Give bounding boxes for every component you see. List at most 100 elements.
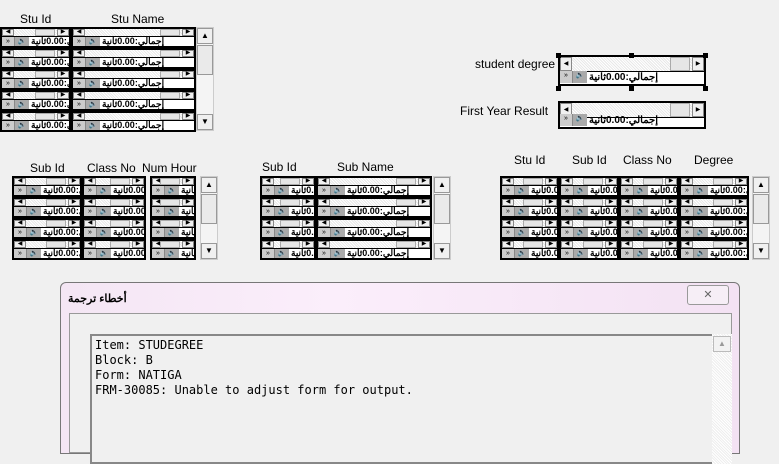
fast-forward-icon[interactable]: » <box>2 79 15 88</box>
student-record-field[interactable]: ◀▶»🔈إجمالي:0.00ثانية <box>0 111 71 132</box>
degree-record-field[interactable]: ◀▶»🔈إجمالي:0.00ثانية <box>619 239 679 260</box>
scroll-right-icon[interactable]: ▶ <box>665 178 677 185</box>
subject-record-field[interactable]: ◀▶»🔈إجمالي:0.00ثانية <box>150 239 196 260</box>
student-record-field[interactable]: ◀▶»🔈إجمالي:0.00ثانية <box>71 69 196 90</box>
horizontal-scrollbar[interactable]: ◀▶ <box>621 220 677 228</box>
scroll-right-icon[interactable]: ▶ <box>665 241 677 248</box>
degree-record-field[interactable]: ◀▶»🔈إجمالي:0.00ثانية <box>500 218 559 239</box>
fast-forward-icon[interactable]: » <box>14 249 27 258</box>
speaker-icon[interactable]: 🔈 <box>331 207 345 216</box>
scroll-thumb[interactable] <box>160 50 180 57</box>
horizontal-scrollbar[interactable]: ◀▶ <box>84 220 144 228</box>
scroll-right-icon[interactable]: ▶ <box>302 178 314 185</box>
message-scrollbar[interactable]: ▲ <box>712 334 732 464</box>
horizontal-scrollbar[interactable]: ◀▶ <box>2 50 69 58</box>
speaker-icon[interactable]: 🔈 <box>165 207 179 216</box>
scroll-left-icon[interactable]: ◀ <box>621 178 633 185</box>
subject-name-record-field[interactable]: ◀▶»🔈إجمالي:0.00ثانية <box>260 197 316 218</box>
scroll-left-icon[interactable]: ◀ <box>681 241 693 248</box>
horizontal-scrollbar[interactable]: ◀▶ <box>621 178 677 186</box>
vertical-scrollbar[interactable]: ▲▼ <box>752 176 770 260</box>
student-record-field[interactable]: ◀▶»🔈إجمالي:0.00ثانية <box>0 69 71 90</box>
scroll-right-icon[interactable]: ▶ <box>692 103 704 117</box>
scroll-right-icon[interactable]: ▶ <box>605 220 617 227</box>
scroll-right-icon[interactable]: ▶ <box>182 241 194 248</box>
scroll-right-icon[interactable]: ▶ <box>182 92 194 99</box>
scroll-thumb[interactable] <box>583 220 603 227</box>
speaker-icon[interactable]: 🔈 <box>694 249 708 258</box>
degree-record-field[interactable]: ◀▶»🔈إجمالي:0.00ثانية <box>500 197 559 218</box>
subject-record-field[interactable]: ◀▶»🔈إجمالي:0.00ثانية <box>12 197 82 218</box>
horizontal-scrollbar[interactable]: ◀▶ <box>561 199 617 207</box>
scroll-thumb[interactable] <box>35 29 55 36</box>
scroll-left-icon[interactable]: ◀ <box>84 241 96 248</box>
subject-record-field[interactable]: ◀▶»🔈إجمالي:0.00ثانية <box>150 176 196 197</box>
horizontal-scrollbar[interactable]: ◀▶ <box>152 220 194 228</box>
selection-handle[interactable] <box>703 53 708 58</box>
horizontal-scrollbar[interactable]: ◀▶ <box>2 113 69 121</box>
scroll-right-icon[interactable]: ▶ <box>665 199 677 206</box>
scroll-right-icon[interactable]: ▶ <box>68 178 80 185</box>
speaker-icon[interactable]: 🔈 <box>86 79 100 88</box>
speaker-icon[interactable]: 🔈 <box>515 249 529 258</box>
horizontal-scrollbar[interactable]: ◀▶ <box>73 29 194 37</box>
scroll-thumb[interactable] <box>396 241 416 248</box>
speaker-icon[interactable]: 🔈 <box>515 207 529 216</box>
scroll-thumb[interactable] <box>160 113 180 120</box>
scroll-right-icon[interactable]: ▶ <box>735 199 747 206</box>
scroll-down-icon[interactable]: ▼ <box>197 114 213 130</box>
subject-record-field[interactable]: ◀▶»🔈إجمالي:0.00ثانية <box>82 176 146 197</box>
horizontal-scrollbar[interactable]: ◀▶ <box>84 199 144 207</box>
degree-record-field[interactable]: ◀▶»🔈إجمالي:0.00ثانية <box>619 176 679 197</box>
horizontal-scrollbar[interactable]: ◀▶ <box>681 178 747 186</box>
horizontal-scrollbar[interactable]: ◀▶ <box>2 29 69 37</box>
scroll-down-icon[interactable]: ▼ <box>753 243 769 259</box>
scroll-thumb[interactable] <box>160 92 180 99</box>
scroll-right-icon[interactable]: ▶ <box>545 199 557 206</box>
scroll-right-icon[interactable]: ▶ <box>605 199 617 206</box>
scroll-left-icon[interactable]: ◀ <box>73 92 85 99</box>
scroll-left-icon[interactable]: ◀ <box>14 220 26 227</box>
selection-handle[interactable] <box>556 86 561 91</box>
scroll-left-icon[interactable]: ◀ <box>262 241 274 248</box>
speaker-icon[interactable]: 🔈 <box>331 186 345 195</box>
horizontal-scrollbar[interactable]: ◀▶ <box>152 241 194 249</box>
degree-record-field[interactable]: ◀▶»🔈إجمالي:0.00ثانية <box>500 176 559 197</box>
scroll-left-icon[interactable]: ◀ <box>561 220 573 227</box>
scroll-thumb[interactable] <box>35 50 55 57</box>
fast-forward-icon[interactable]: » <box>502 228 515 237</box>
scroll-right-icon[interactable]: ▶ <box>182 71 194 78</box>
scroll-left-icon[interactable]: ◀ <box>14 241 26 248</box>
scroll-right-icon[interactable]: ▶ <box>302 220 314 227</box>
fast-forward-icon[interactable]: » <box>502 207 515 216</box>
speaker-icon[interactable]: 🔈 <box>694 228 708 237</box>
scroll-left-icon[interactable]: ◀ <box>502 199 514 206</box>
scroll-left-icon[interactable]: ◀ <box>621 199 633 206</box>
fast-forward-icon[interactable]: » <box>561 228 574 237</box>
scroll-thumb[interactable] <box>110 220 130 227</box>
horizontal-scrollbar[interactable]: ◀▶ <box>84 178 144 186</box>
scroll-thumb[interactable] <box>35 71 55 78</box>
scroll-right-icon[interactable]: ▶ <box>605 178 617 185</box>
scroll-left-icon[interactable]: ◀ <box>561 241 573 248</box>
scroll-left-icon[interactable]: ◀ <box>621 241 633 248</box>
horizontal-scrollbar[interactable]: ◀▶ <box>262 241 314 249</box>
scroll-up-icon[interactable]: ▲ <box>753 177 769 193</box>
scroll-left-icon[interactable]: ◀ <box>262 178 274 185</box>
fast-forward-icon[interactable]: » <box>73 58 86 67</box>
degree-record-field[interactable]: ◀▶»🔈إجمالي:0.00ثانية <box>679 176 749 197</box>
scroll-thumb[interactable] <box>160 29 180 36</box>
fast-forward-icon[interactable]: » <box>73 121 86 130</box>
scroll-left-icon[interactable]: ◀ <box>2 92 14 99</box>
scroll-thumb[interactable] <box>160 199 180 206</box>
speaker-icon[interactable]: 🔈 <box>86 100 100 109</box>
horizontal-scrollbar[interactable]: ◀▶ <box>502 199 557 207</box>
scroll-thumb[interactable] <box>753 194 769 224</box>
fast-forward-icon[interactable]: » <box>621 207 634 216</box>
scroll-right-icon[interactable]: ▶ <box>68 241 80 248</box>
scroll-thumb[interactable] <box>280 199 300 206</box>
speaker-icon[interactable]: 🔈 <box>573 114 587 126</box>
scroll-right-icon[interactable]: ▶ <box>68 220 80 227</box>
scroll-right-icon[interactable]: ▶ <box>182 220 194 227</box>
speaker-icon[interactable]: 🔈 <box>15 100 29 109</box>
